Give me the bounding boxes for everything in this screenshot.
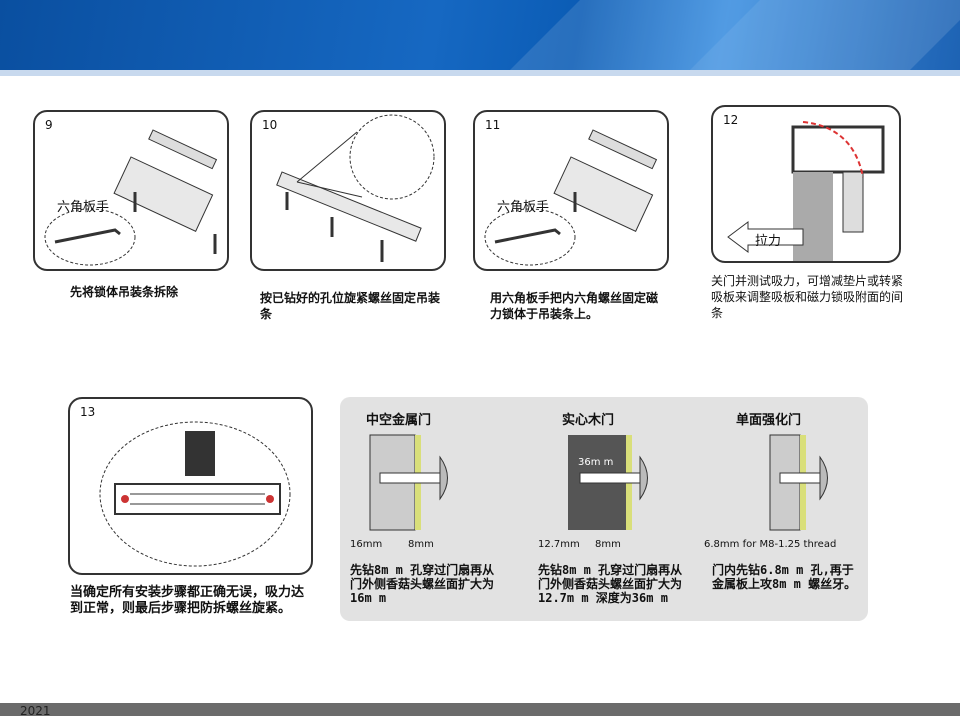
door-caption: 先钻8m m 孔穿过门扇再从门外侧香菇头螺丝面扩大为16m m: [350, 563, 495, 605]
door-caption: 门内先钻6.8m m 孔,再于金属板上攻8m m 螺丝牙。: [712, 563, 857, 591]
dim-label: 12.7mm: [538, 539, 580, 550]
step-number: 9: [45, 118, 53, 132]
step-number: 13: [80, 405, 96, 419]
step-9-panel: 9 六角板手: [33, 110, 229, 271]
step-10-caption: 按已钻好的孔位旋紧螺丝固定吊装条: [260, 291, 441, 321]
pull-force-label: 拉力: [755, 234, 782, 249]
door-title: 实心木门: [562, 413, 615, 428]
door-title: 单面强化门: [736, 413, 802, 428]
step-9-caption: 先将锁体吊装条拆除: [70, 285, 179, 299]
door-title: 中空金属门: [366, 413, 432, 428]
header-banner: [0, 0, 960, 76]
door-cross-sections: [369, 434, 828, 531]
dim-label: 8mm: [595, 539, 621, 550]
step-12-panel: 12 拉力: [711, 105, 901, 263]
anti-tamper-screw-illustration: [99, 421, 291, 567]
door-types-panel: 中空金属门 实心木门 单面强化门 36m m 16mm 8mm 12.7mm 8…: [340, 397, 868, 621]
pull-test-illustration: [727, 121, 885, 261]
mount-plate-illustration: [276, 114, 435, 262]
lock-fix-illustration: [484, 129, 658, 266]
step-number: 11: [485, 118, 501, 132]
dim-label: 8mm: [408, 539, 434, 550]
step-11-panel: 11 六角板手: [473, 110, 669, 271]
step-11-caption: 用六角板手把内六角螺丝固定磁力锁体于吊装条上。: [490, 291, 659, 321]
hex-wrench-label: 六角板手: [497, 200, 550, 215]
footer-bar: [0, 703, 960, 716]
step-13-panel: 13: [68, 397, 313, 575]
step-number: 12: [723, 113, 739, 127]
dim-label: 6.8mm for M8-1.25 thread: [704, 539, 837, 550]
hex-wrench-label: 六角板手: [57, 200, 110, 215]
door-caption: 先钻8m m 孔穿过门扇再从门外侧香菇头螺丝面扩大为12.7m m 深度为36m…: [538, 563, 683, 605]
footer-year: 2021: [20, 704, 51, 718]
step-number: 10: [262, 118, 278, 132]
step-13-caption: 当确定所有安装步骤都正确无误，吸力达到正常，则最后步骤把防拆螺丝旋紧。: [70, 585, 305, 616]
dim-label: 16mm: [350, 539, 383, 550]
lock-removal-illustration: [44, 129, 218, 266]
step-10-panel: 10: [250, 110, 446, 271]
depth-label: 36m m: [578, 457, 614, 468]
step-12-caption: 关门并测试吸力，可增减垫片或转紧吸板来调整吸板和磁力锁吸附面的间条: [711, 274, 904, 320]
